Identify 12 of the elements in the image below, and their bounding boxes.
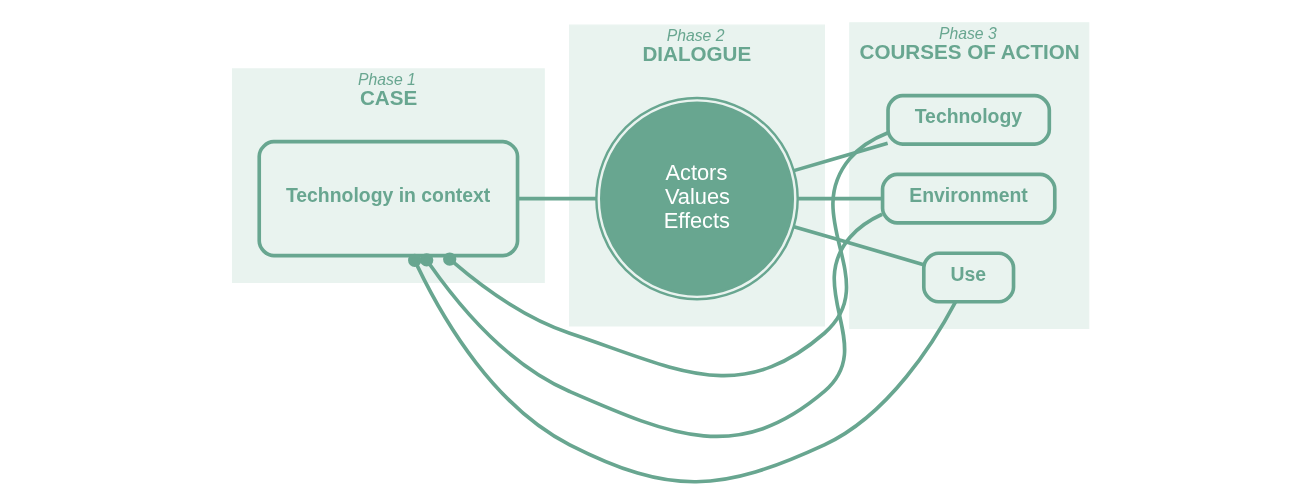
connector [797, 196, 883, 201]
connector [407, 253, 957, 484]
node-circle: Actors Values Effects [594, 96, 799, 301]
node-box: Technology in context [256, 139, 519, 258]
node-box: Use [921, 251, 1015, 304]
connector [792, 224, 924, 267]
connector [419, 212, 883, 439]
node-box: Environment [880, 172, 1057, 225]
connector [442, 131, 889, 378]
connector [517, 196, 596, 201]
node-box: Technology [885, 93, 1051, 146]
connector [792, 141, 888, 173]
